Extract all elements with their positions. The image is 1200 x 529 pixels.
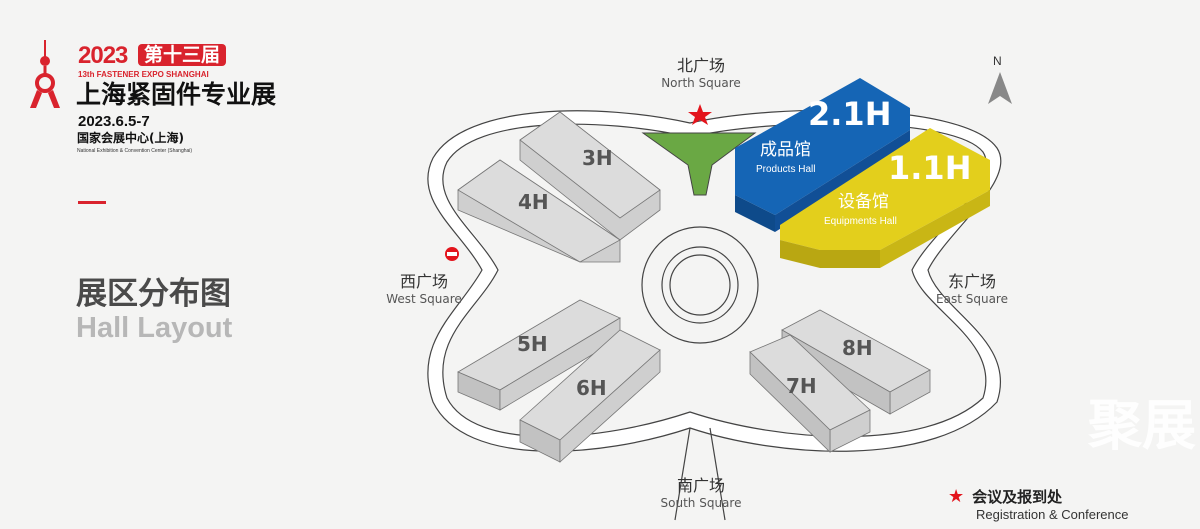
north-square-plaza — [641, 132, 757, 196]
registration-star-icon — [688, 104, 712, 125]
hall-2-1h-english: Products Hall — [756, 164, 816, 175]
hall-5h[interactable]: 5H — [517, 332, 548, 356]
hall-2-1h-name: 成品馆 — [760, 140, 811, 160]
hall-3h[interactable]: 3H — [582, 146, 613, 170]
legend-cn: 会议及报到处 — [972, 488, 1063, 506]
section-title: 展区分布图 — [76, 276, 231, 312]
expo-title: 上海紧固件专业展 — [76, 80, 277, 109]
hall-6h[interactable]: 6H — [576, 376, 607, 400]
compass-label: N — [993, 54, 1002, 68]
tower-logo-icon — [30, 40, 60, 108]
hall-1-1h-code[interactable]: 1.1H — [888, 149, 972, 187]
hall-7h[interactable]: 7H — [786, 374, 817, 398]
logo-english: 13th FASTENER EXPO SHANGHAI — [78, 70, 209, 79]
logo-year: 2023 — [78, 42, 128, 69]
divider — [78, 201, 106, 204]
section-subtitle: Hall Layout — [76, 312, 233, 344]
hall-1-1h-english: Equipments Hall — [824, 216, 897, 227]
star-icon: ★ — [948, 486, 965, 507]
compass-arrow-icon — [988, 72, 1012, 104]
legend-en: Registration & Conference — [976, 507, 1129, 522]
venue-english: National Exhibition & Convention Center … — [77, 148, 193, 154]
expo-date: 2023.6.5-7 — [78, 113, 150, 130]
venue: 国家会展中心(上海) — [77, 131, 184, 145]
hall-1-1h-shape — [780, 128, 990, 268]
hall-blocks — [457, 111, 931, 463]
hall-1-1h-name: 设备馆 — [838, 192, 889, 212]
hall-2-1h-code[interactable]: 2.1H — [808, 95, 892, 133]
watermark: 聚展 — [1088, 394, 1196, 457]
logo-edition: 第十三届 — [138, 44, 227, 66]
hall-4h[interactable]: 4H — [518, 190, 549, 214]
hall-8h[interactable]: 8H — [842, 336, 873, 360]
legend: ★ 会议及报到处 Registration & Conference — [948, 486, 1128, 522]
roads — [428, 109, 1001, 451]
